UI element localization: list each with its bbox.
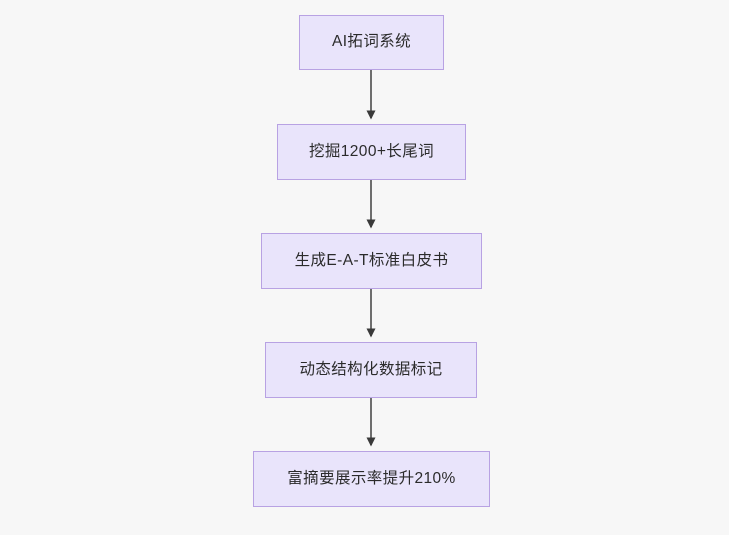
- flow-node-dynamic-structured-data-markup[interactable]: 动态结构化数据标记: [265, 342, 477, 398]
- flow-node-label: 生成E-A-T标准白皮书: [294, 251, 449, 269]
- flow-node-label: 动态结构化数据标记: [299, 360, 443, 378]
- flow-node-label: AI拓词系统: [331, 33, 412, 51]
- flow-node-label: 挖掘1200+长尾词: [308, 142, 435, 160]
- flow-node-label: 富摘要展示率提升210%: [287, 469, 456, 487]
- flow-node-mine-longtail-keywords[interactable]: 挖掘1200+长尾词: [277, 124, 466, 180]
- flow-node-ai-keyword-system[interactable]: AI拓词系统: [299, 15, 444, 70]
- flow-node-generate-eat-whitepaper[interactable]: 生成E-A-T标准白皮书: [261, 233, 482, 289]
- flow-node-rich-snippet-impression-lift[interactable]: 富摘要展示率提升210%: [253, 451, 490, 507]
